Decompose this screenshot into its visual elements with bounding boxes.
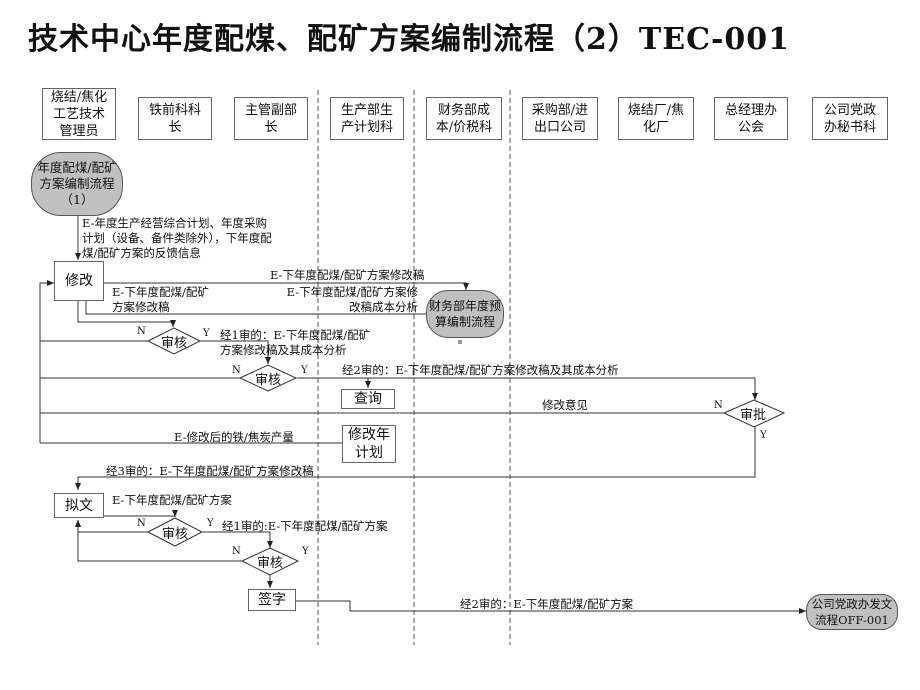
modify-plan-label: 修改年计划 <box>348 427 390 461</box>
lane-header-finance: 财务部成本/价税科 <box>426 97 502 140</box>
review4-text: 审核 <box>257 556 284 571</box>
label-cost-analysis: E-下年度配煤/配矿方案修改稿成本分析 <box>286 285 418 314</box>
review4-y: Y <box>302 546 309 557</box>
lane-header-plants: 烧结厂/焦化厂 <box>618 97 694 140</box>
lane-header-deputy-minister: 主管副部长 <box>234 97 308 140</box>
review2-y: Y <box>301 365 308 376</box>
label-feedback-info: E-年度生产经营综合计划、年度采购计划（设备、备件类除外），下年度配煤/配矿方案… <box>82 216 272 260</box>
review3-n: N <box>137 518 146 529</box>
lane-label: 公司党政办秘书科 <box>823 102 876 135</box>
label-revised-output: E-修改后的铁/焦炭产量 <box>174 430 294 444</box>
sign-box: 签字 <box>248 589 296 611</box>
page-title: 技术中心年度配煤、配矿方案编制流程（2）TEC-001 <box>28 22 791 57</box>
lane-header-gm-office: 总经理办公会 <box>714 97 788 140</box>
review3-y: Y <box>207 518 214 529</box>
lane-header-process-admin: 烧结/焦化工艺技术管理员 <box>42 88 116 140</box>
end-label: 公司党政办发文流程OFF-001 <box>811 597 893 627</box>
lane-label: 铁前科科长 <box>148 102 201 135</box>
query-label: 查询 <box>354 391 382 407</box>
review1-n: N <box>137 326 146 337</box>
label-revision-comments: 修改意见 <box>542 398 588 412</box>
review1-text: 审核 <box>161 336 188 351</box>
finance-label: 财务部年度预算编制流程 <box>428 299 501 329</box>
label-revision-to-finance: E-下年度配煤/配矿方案修改稿 <box>270 268 425 282</box>
lane-header-secretariat: 公司党政办秘书科 <box>812 97 888 140</box>
modify-box: 修改 <box>54 261 104 301</box>
label-draft-output: E-下年度配煤/配矿方案 <box>112 493 232 507</box>
review2-n: N <box>232 365 241 376</box>
review3-text: 审核 <box>162 527 189 542</box>
sign-label: 签字 <box>258 592 286 608</box>
label-review2-output: 经2审的：E-下年度配煤/配矿方案修改稿及其成本分析 <box>342 363 619 377</box>
draft-box: 拟文 <box>54 493 104 518</box>
lane-label: 财务部成本/价税科 <box>435 102 493 135</box>
modify-plan-box: 修改年计划 <box>342 425 396 463</box>
lane-label: 烧结厂/焦化厂 <box>627 102 685 135</box>
label-review1-output: 经1审的：E-下年度配煤/配矿方案修改稿及其成本分析 <box>220 328 371 357</box>
label-review2-draft: 经2审的：E-下年度配煤/配矿方案 <box>460 597 634 611</box>
lane-header-production-planning: 生产部生产计划科 <box>330 97 404 140</box>
label-review3-output: 经3审的：E-下年度配煤/配矿方案修改稿 <box>106 464 314 478</box>
lane-header-purchasing: 采购部/进出口公司 <box>522 97 598 140</box>
review2-text: 审核 <box>255 373 282 388</box>
modify-label: 修改 <box>65 273 93 289</box>
end-terminal: 公司党政办发文流程OFF-001 <box>806 594 898 630</box>
lane-label: 采购部/进出口公司 <box>531 102 589 135</box>
approve-n: N <box>714 400 723 411</box>
lane-label: 总经理办公会 <box>724 102 777 135</box>
label-revision-left: E-下年度配煤/配矿方案修改稿 <box>112 285 209 314</box>
start-label: 年度配煤/配矿方案编制流程（1） <box>37 160 117 207</box>
draft-label: 拟文 <box>65 497 93 514</box>
review4-n: N <box>232 546 241 557</box>
approve-y: Y <box>760 430 767 441</box>
lane-header-ironmaking-chief: 铁前科科长 <box>138 97 212 140</box>
approve-text: 审批 <box>740 408 767 423</box>
review1-y: Y <box>203 328 210 339</box>
start-terminal: 年度配煤/配矿方案编制流程（1） <box>31 152 123 216</box>
lane-label: 主管副部长 <box>244 102 297 135</box>
label-review1-draft: 经1审的:E-下年度配煤/配矿方案 <box>222 519 388 533</box>
query-box: 查询 <box>341 389 395 409</box>
finance-budget-terminal: 财务部年度预算编制流程 <box>426 290 504 338</box>
lane-label: 烧结/焦化工艺技术管理员 <box>50 89 108 139</box>
lane-label: 生产部生产计划科 <box>340 102 393 135</box>
